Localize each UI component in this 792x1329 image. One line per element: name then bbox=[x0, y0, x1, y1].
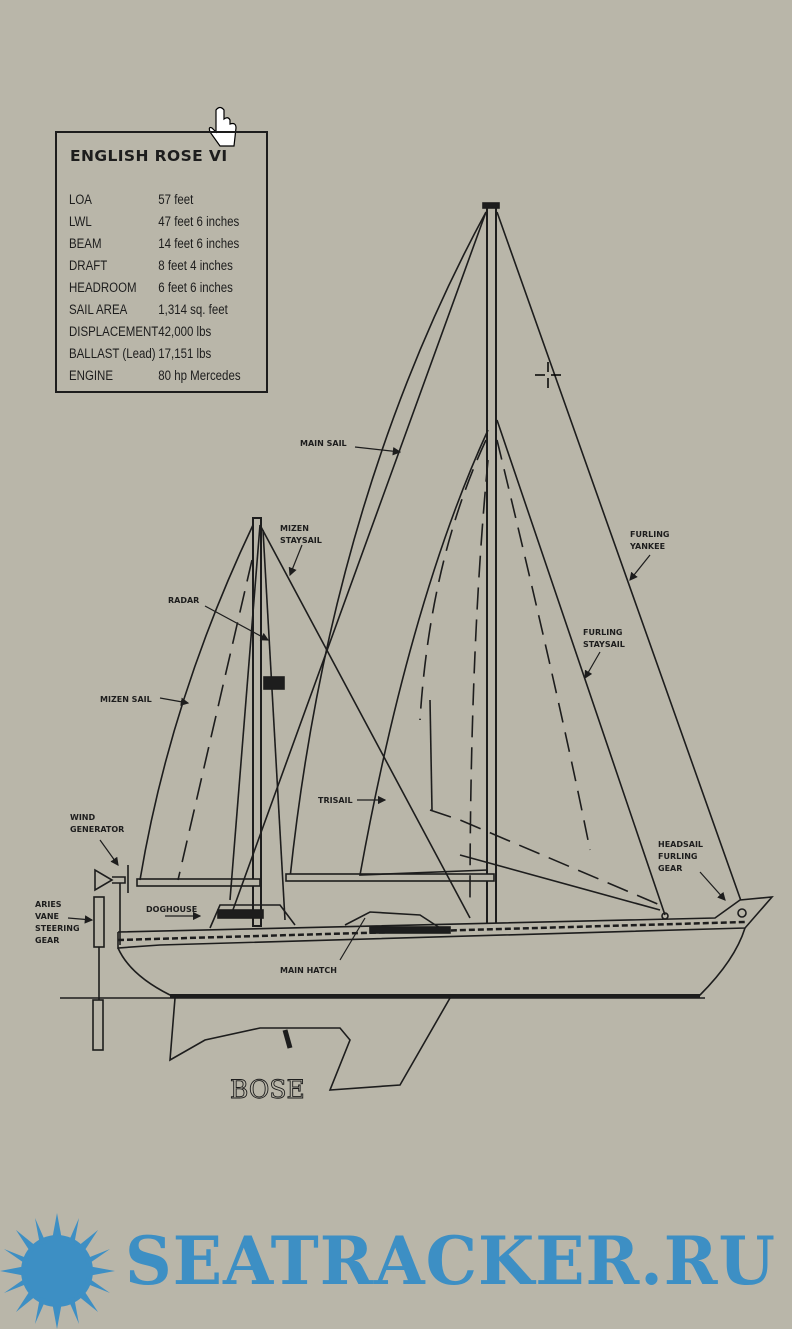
label-furling-staysail-2: STAYSAIL bbox=[583, 640, 625, 649]
main-boom bbox=[285, 873, 495, 882]
spec-value: 47 feet 6 inches bbox=[158, 214, 240, 230]
mizen-mast bbox=[252, 517, 262, 927]
label-aries-2: VANE bbox=[35, 912, 59, 921]
diagram-labels: MAIN SAIL MIZEN STAYSAIL RADAR MIZEN SAI… bbox=[35, 439, 703, 1104]
spec-value: 1,314 sq. feet bbox=[158, 301, 228, 317]
spec-row: LWL 47 feet 6 inches bbox=[69, 211, 241, 233]
main-mast bbox=[486, 205, 497, 932]
spec-value: 17,151 lbs bbox=[158, 345, 212, 361]
spec-row: DRAFT 8 feet 4 inches bbox=[69, 255, 241, 277]
mizen-staysail bbox=[259, 524, 471, 919]
spec-label: SAIL AREA bbox=[69, 301, 128, 317]
spec-label: BALLAST (Lead) bbox=[69, 345, 156, 361]
spec-row: LOA 57 feet bbox=[69, 189, 241, 211]
label-main-sail: MAIN SAIL bbox=[300, 439, 347, 448]
main-hatch bbox=[344, 911, 441, 929]
label-aries-3: STEERING bbox=[35, 924, 80, 933]
spec-label: ENGINE bbox=[69, 367, 114, 383]
trisail bbox=[359, 429, 489, 876]
furling-yankee bbox=[496, 211, 747, 916]
hull bbox=[117, 896, 774, 949]
label-headsail-furling-gear-2: FURLING bbox=[658, 852, 697, 861]
spec-value: 8 feet 4 inches bbox=[158, 258, 233, 274]
sun-logo-icon bbox=[0, 1213, 115, 1329]
label-mizen-staysail-2: STAYSAIL bbox=[280, 536, 322, 545]
label-mizen-sail: MIZEN SAIL bbox=[100, 695, 152, 704]
spec-row: HEADROOM 6 feet 6 inches bbox=[69, 277, 241, 299]
label-main-hatch: MAIN HATCH bbox=[280, 966, 337, 975]
spec-label: DRAFT bbox=[69, 258, 108, 274]
aries-vane bbox=[93, 896, 105, 948]
label-furling-yankee-1: FURLING bbox=[630, 530, 669, 539]
label-headsail-furling-gear-1: HEADSAIL bbox=[658, 840, 703, 849]
spec-value: 6 feet 6 inches bbox=[158, 280, 233, 295]
label-mizen-staysail-1: MIZEN bbox=[280, 524, 309, 533]
label-doghouse: DOGHOUSE bbox=[146, 905, 197, 914]
spec-value: 80 hp Mercedes bbox=[158, 367, 241, 383]
spec-label: LOA bbox=[69, 192, 92, 208]
spec-value: 14 feet 6 inches bbox=[158, 236, 240, 252]
spec-label: HEADROOM bbox=[69, 280, 137, 295]
radar bbox=[263, 676, 285, 690]
boat-name: ENGLISH ROSE VI bbox=[70, 147, 228, 165]
main-sail bbox=[289, 211, 487, 879]
label-wind-generator-2: GENERATOR bbox=[70, 825, 124, 834]
keel bbox=[169, 997, 451, 1091]
label-aries-4: GEAR bbox=[35, 936, 59, 945]
spec-row: SAIL AREA 1,314 sq. feet bbox=[69, 298, 241, 320]
label-headsail-furling-gear-3: GEAR bbox=[658, 864, 682, 873]
crosshair-cursor-icon bbox=[535, 362, 561, 388]
specifications-table: LOA 57 feet LWL 47 feet 6 inches BEAM 14 fe… bbox=[69, 189, 241, 386]
specifications-box: ENGLISH ROSE VI LOA 57 feet LWL 47 feet 6 … bbox=[55, 131, 268, 393]
spec-value: 42,000 lbs bbox=[158, 323, 212, 339]
spec-row: BEAM 14 feet 6 inches bbox=[69, 233, 241, 255]
spec-row: ENGINE 80 hp Mercedes bbox=[69, 364, 241, 386]
label-furling-staysail-1: FURLING bbox=[583, 628, 622, 637]
watermark-text: SEATRACKER.RU bbox=[125, 1222, 776, 1300]
wind-generator bbox=[94, 865, 129, 945]
hand-cursor-icon bbox=[208, 106, 237, 147]
spec-row: BALLAST (Lead)17,151 lbs bbox=[69, 342, 241, 364]
spec-label: DISPLACEMENT bbox=[69, 323, 159, 339]
label-aries-1: ARIES bbox=[35, 900, 62, 909]
furling-staysail bbox=[496, 419, 666, 916]
signature-bose: BOSE bbox=[230, 1075, 305, 1104]
label-wind-generator-1: WIND bbox=[70, 813, 95, 822]
label-trisail: TRISAIL bbox=[318, 796, 353, 805]
mizen-boom bbox=[136, 878, 261, 887]
label-radar: RADAR bbox=[168, 596, 199, 605]
doghouse bbox=[209, 904, 296, 929]
spec-label: BEAM bbox=[69, 236, 102, 252]
label-furling-yankee-2: YANKEE bbox=[629, 542, 665, 551]
spec-label: LWL bbox=[69, 214, 92, 230]
spec-value: 57 feet bbox=[158, 192, 194, 208]
